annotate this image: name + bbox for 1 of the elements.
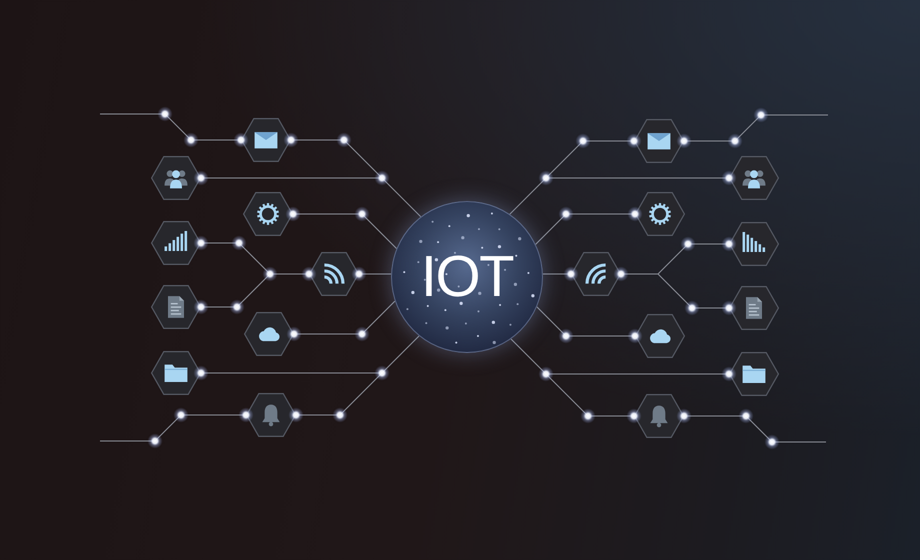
sphere-label: IOT [420, 248, 514, 306]
